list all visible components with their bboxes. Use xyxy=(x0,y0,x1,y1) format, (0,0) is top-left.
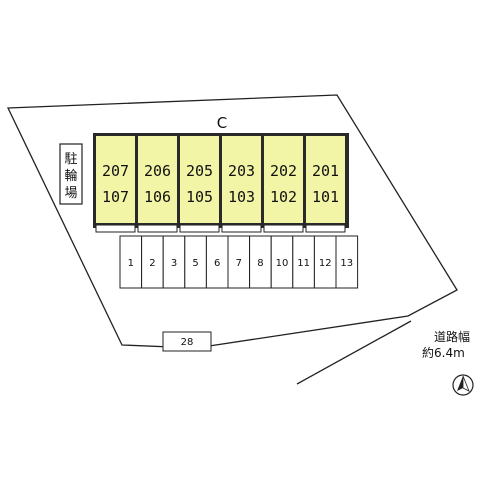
parking-space-28: 28 xyxy=(162,331,212,352)
unit-upper-number: 203 xyxy=(228,162,255,180)
parking-space-number: 6 xyxy=(214,258,220,269)
unit-box xyxy=(180,136,219,223)
parking-space-11: 11 xyxy=(292,235,315,289)
balcony xyxy=(221,224,262,233)
unit-upper-number: 202 xyxy=(270,162,297,180)
balcony xyxy=(137,224,178,233)
parking-space-10: 10 xyxy=(270,235,294,289)
unit-upper-number: 201 xyxy=(312,162,339,180)
site-boundary xyxy=(6,94,458,349)
bicycle-parking: 駐 輪 場 xyxy=(59,143,83,205)
parking-space-5: 5 xyxy=(184,235,207,289)
parking-space-13: 13 xyxy=(335,235,359,289)
unit-box xyxy=(264,136,303,223)
north-arrow-icon xyxy=(452,374,474,396)
parking-space-box xyxy=(335,235,359,289)
parking-space-7: 7 xyxy=(227,235,251,289)
parking-space-number: 5 xyxy=(192,258,198,269)
parking-space-number: 7 xyxy=(236,258,242,269)
parking-space-number: 3 xyxy=(171,258,177,269)
unit-lower-number: 105 xyxy=(186,188,213,206)
parking-space-1: 1 xyxy=(119,235,143,289)
parking-space-3: 3 xyxy=(162,235,186,289)
bicycle-parking-char-3: 場 xyxy=(64,186,77,201)
parking-space-number: 13 xyxy=(340,258,353,269)
bicycle-parking-char-1: 駐 xyxy=(64,152,77,167)
balcony xyxy=(263,224,304,233)
parking-space-number: 8 xyxy=(257,258,263,269)
unit-box xyxy=(222,136,261,223)
parking-space-number: 11 xyxy=(297,258,310,269)
parking-space-28-box xyxy=(162,331,212,352)
unit-lower-number: 103 xyxy=(228,188,255,206)
unit-upper-number: 205 xyxy=(186,162,213,180)
unit-lower-number: 107 xyxy=(102,188,129,206)
road-width: 約6.4m xyxy=(422,345,465,360)
unit-lower-number: 106 xyxy=(144,188,171,206)
parking-space-12: 12 xyxy=(313,235,337,289)
unit-box xyxy=(96,136,135,223)
parking-space-number: 1 xyxy=(128,258,134,269)
road-edge-line xyxy=(296,320,412,385)
balcony xyxy=(305,224,346,233)
parking-space-2: 2 xyxy=(141,235,164,289)
unit-lower-number: 101 xyxy=(312,188,339,206)
unit-lower-number: 102 xyxy=(270,188,297,206)
parking-space-number: 2 xyxy=(149,258,155,269)
unit-upper-number: 207 xyxy=(102,162,129,180)
parking-space-number: 12 xyxy=(319,258,332,269)
unit-box xyxy=(138,136,177,223)
bicycle-parking-char-2: 輪 xyxy=(64,168,77,184)
road-label: 道路幅 xyxy=(434,329,470,344)
parking-space-number: 10 xyxy=(276,258,289,269)
parking-space-6: 6 xyxy=(205,235,229,289)
balcony xyxy=(95,224,136,233)
unit-upper-number: 206 xyxy=(144,162,171,180)
bicycle-parking-box xyxy=(59,143,83,205)
unit-box xyxy=(306,136,345,223)
parking-space-8: 8 xyxy=(249,235,272,289)
balcony xyxy=(179,224,220,233)
parking-space-28-label: 28 xyxy=(181,337,194,348)
building-label: C xyxy=(217,114,227,132)
